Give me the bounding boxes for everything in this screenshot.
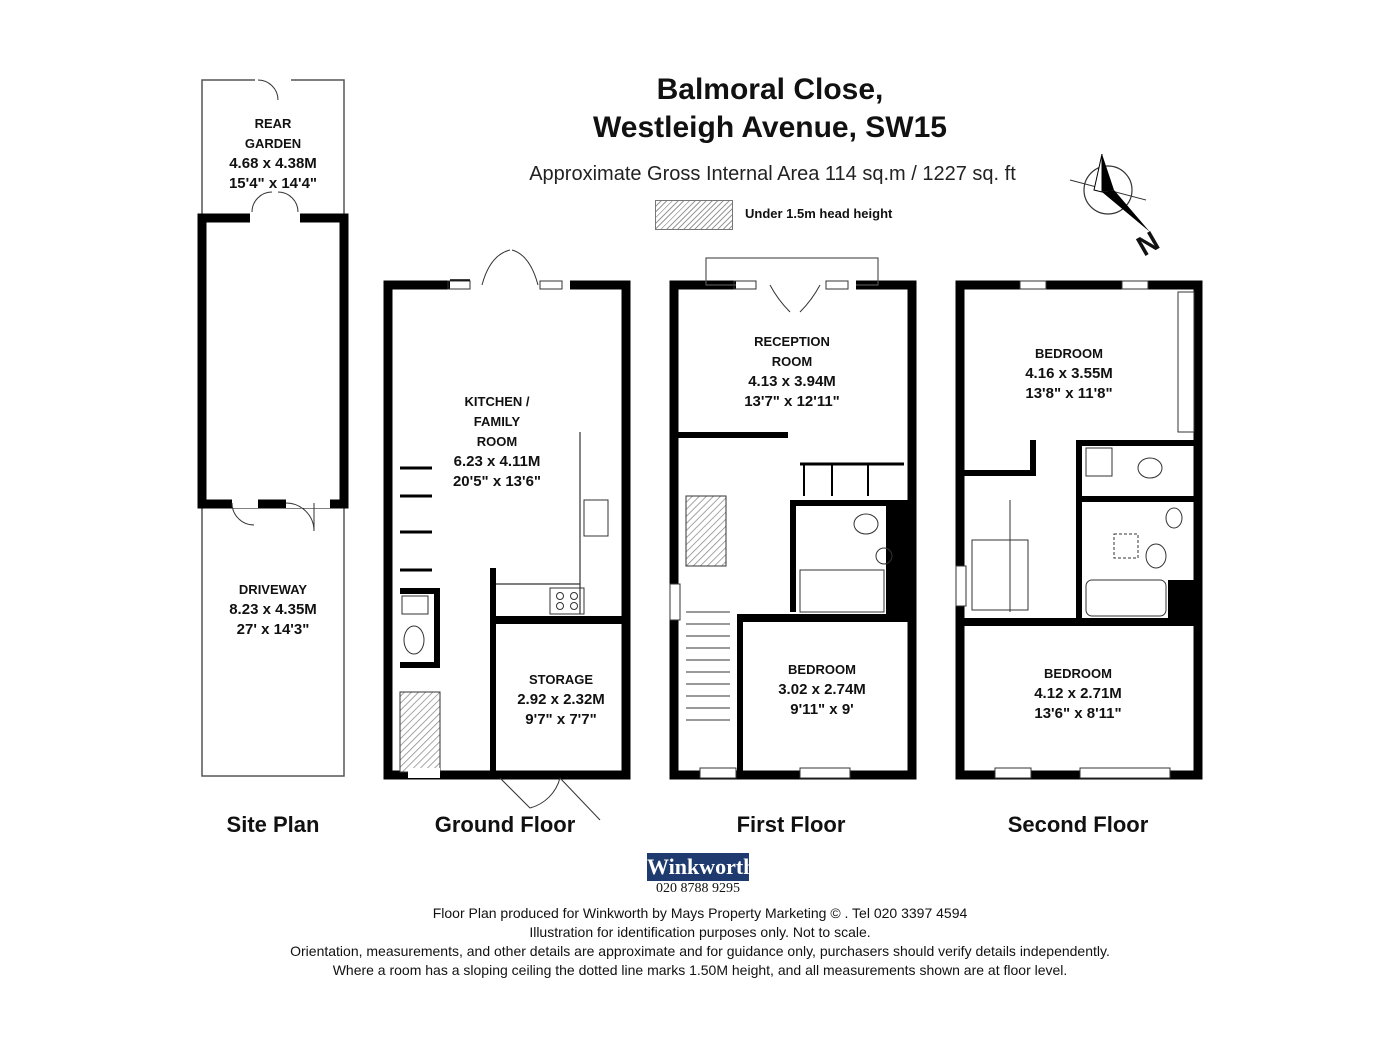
room-name: BEDROOM xyxy=(1044,666,1112,681)
room-imperial: 9'7" x 7'7" xyxy=(525,711,597,728)
north-compass-icon xyxy=(1069,153,1150,232)
title-line-1: Balmoral Close, xyxy=(656,73,884,106)
room-name: GARDEN xyxy=(244,136,302,151)
floor-label-ground: Ground Floor xyxy=(434,812,576,837)
room-imperial: 13'6" x 8'11" xyxy=(1034,705,1122,722)
footer-line-3: Orientation, measurements, and other det… xyxy=(290,943,1110,959)
room-name: ROOM xyxy=(476,434,518,449)
room-metric: 2.92 x 2.32M xyxy=(517,691,605,708)
room-imperial: 20'5" x 13'6" xyxy=(452,473,542,490)
ground-floor-drawing xyxy=(383,249,631,821)
legend-label: Under 1.5m head height xyxy=(745,206,893,221)
room-storage: STORAGE 2.92 x 2.32M 9'7" x 7'7" xyxy=(496,670,626,730)
legend-hatch-swatch xyxy=(655,200,733,230)
room-bedroom-second-front: BEDROOM 4.16 x 3.55M 13'8" x 11'8" xyxy=(1004,344,1134,404)
room-metric: 8.23 x 4.35M xyxy=(229,601,317,618)
room-imperial: 27' x 14'3" xyxy=(236,621,310,638)
winkworth-logo: Winkworth xyxy=(647,853,756,881)
room-rear-garden: REAR GARDEN 4.68 x 4.38M 15'4" x 14'4" xyxy=(208,114,338,194)
agent-phone: 020 8788 9295 xyxy=(656,881,740,896)
footer-line-2: Illustration for identification purposes… xyxy=(529,924,871,940)
room-kitchen: KITCHEN / FAMILY ROOM 6.23 x 4.11M 20'5"… xyxy=(432,392,562,492)
room-imperial: 13'7" x 12'11" xyxy=(744,393,840,410)
floor-label-first: First Floor xyxy=(736,812,846,837)
room-metric: 6.23 x 4.11M xyxy=(453,453,541,470)
room-imperial: 13'8" x 11'8" xyxy=(1025,385,1113,402)
footer-line-1: Floor Plan produced for Winkworth by May… xyxy=(432,905,968,921)
title-line-2: Westleigh Avenue, SW15 xyxy=(593,111,947,144)
site-plan-drawing xyxy=(197,75,349,777)
gross-area: Approximate Gross Internal Area 114 sq.m… xyxy=(529,163,1016,185)
room-name: STORAGE xyxy=(528,672,594,687)
room-bedroom-first: BEDROOM 3.02 x 2.74M 9'11" x 9' xyxy=(757,660,887,720)
room-name: KITCHEN / xyxy=(464,394,530,409)
room-metric: 4.68 x 4.38M xyxy=(229,155,317,172)
footer-line-4: Where a room has a sloping ceiling the d… xyxy=(332,962,1068,978)
room-metric: 4.16 x 3.55M xyxy=(1025,365,1113,382)
room-bedroom-second-rear: BEDROOM 4.12 x 2.71M 13'6" x 8'11" xyxy=(1013,664,1143,724)
room-name: BEDROOM xyxy=(1035,346,1103,361)
room-reception: RECEPTION ROOM 4.13 x 3.94M 13'7" x 12'1… xyxy=(712,332,872,412)
room-imperial: 9'11" x 9' xyxy=(790,701,854,718)
second-floor-drawing xyxy=(955,280,1203,780)
room-name: RECEPTION xyxy=(754,334,830,349)
room-name: DRIVEWAY xyxy=(238,582,308,597)
room-metric: 4.12 x 2.71M xyxy=(1034,685,1122,702)
room-driveway: DRIVEWAY 8.23 x 4.35M 27' x 14'3" xyxy=(208,580,338,640)
first-floor-drawing xyxy=(669,257,917,780)
room-imperial: 15'4" x 14'4" xyxy=(228,175,318,192)
room-name: FAMILY xyxy=(473,414,521,429)
floor-label-second: Second Floor xyxy=(1007,812,1149,837)
floor-label-site: Site Plan xyxy=(226,812,320,837)
room-name: ROOM xyxy=(771,354,813,369)
room-metric: 4.13 x 3.94M xyxy=(748,373,836,390)
room-name: BEDROOM xyxy=(788,662,856,677)
room-metric: 3.02 x 2.74M xyxy=(778,681,866,698)
room-name: REAR xyxy=(254,116,292,131)
